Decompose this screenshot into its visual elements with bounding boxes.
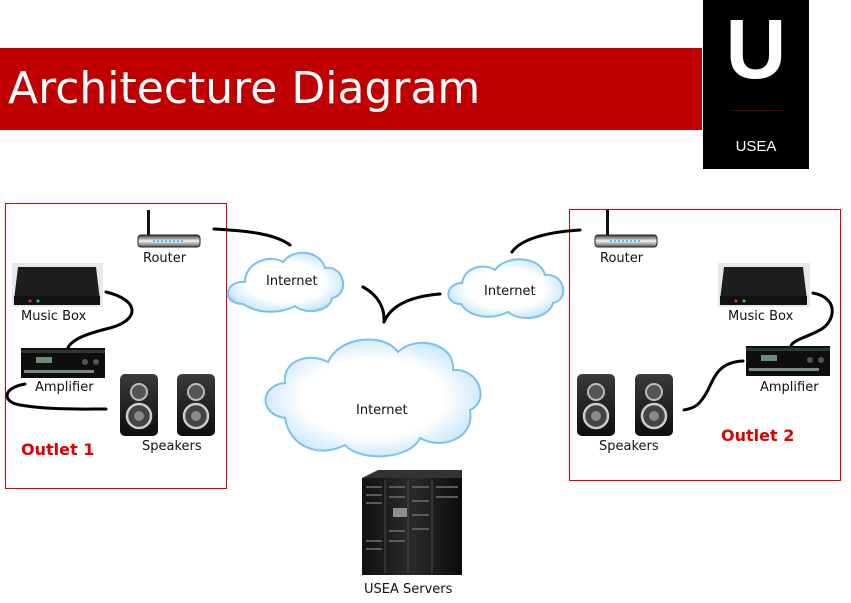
cable-musicbox1-amp1	[65, 290, 134, 352]
cable-cloudcenter-right	[382, 292, 442, 324]
usea-logo: U USEA	[703, 0, 809, 169]
music-box-2-icon	[718, 263, 810, 307]
cable-amp1-speakers1	[5, 382, 108, 411]
amplifier-1-icon	[21, 348, 105, 378]
cable-router2-cloud	[510, 228, 582, 254]
page-title: Architecture Diagram	[8, 63, 481, 114]
music-box-1-icon	[12, 263, 103, 307]
router-2-icon	[594, 210, 658, 248]
amplifier-2-icon	[746, 346, 830, 376]
cloud-right	[447, 258, 565, 320]
outlet-2-box	[569, 209, 841, 481]
speakers-2-icon	[577, 374, 673, 436]
outlet-1-label: Outlet 1	[21, 440, 95, 459]
outlet-2-label: Outlet 2	[721, 426, 795, 445]
cloud-center	[264, 338, 482, 458]
cable-cloudcenter-left	[361, 285, 386, 324]
outlet-2-music-box-label: Music Box	[728, 309, 794, 324]
cloud-center-label: Internet	[356, 403, 408, 418]
cable-router1-cloud	[212, 227, 292, 247]
servers-label: USEA Servers	[364, 582, 453, 597]
cable-amp2-speakers2	[682, 359, 745, 412]
logo-divider	[731, 110, 783, 111]
outlet-2-amplifier-label: Amplifier	[760, 380, 819, 395]
title-banner: Architecture Diagram	[0, 48, 702, 130]
outlet-1-amplifier-label: Amplifier	[35, 380, 94, 395]
outlet-1-music-box-label: Music Box	[21, 309, 87, 324]
outlet-1-box	[5, 203, 227, 489]
cloud-left-label: Internet	[266, 274, 318, 289]
speakers-1-icon	[120, 374, 215, 436]
outlet-1-router-label: Router	[143, 251, 187, 266]
outlet-1-speakers-label: Speakers	[142, 439, 202, 454]
router-1-icon	[137, 210, 201, 248]
cable-musicbox2-amp2	[789, 291, 834, 348]
outlet-2-router-label: Router	[600, 251, 644, 266]
cloud-right-label: Internet	[484, 284, 536, 299]
logo-name: USEA	[735, 138, 777, 155]
cables	[5, 227, 834, 412]
logo-letter: U	[725, 2, 787, 96]
cloud-left	[226, 252, 345, 313]
servers-icon	[362, 470, 462, 575]
outlet-2-speakers-label: Speakers	[599, 439, 659, 454]
